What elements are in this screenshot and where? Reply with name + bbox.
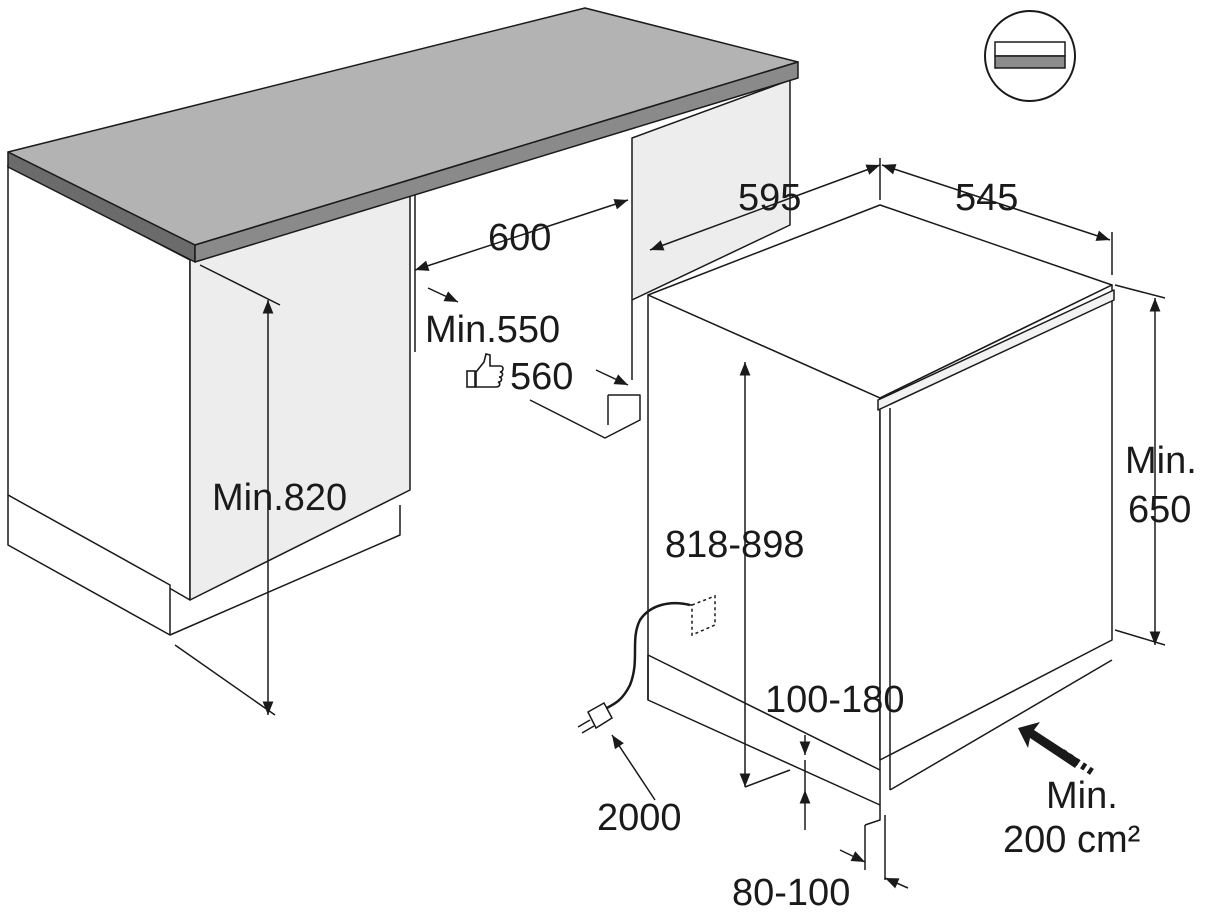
label-depth-545: 545 — [955, 177, 1018, 219]
label-min-650-line2: 650 — [1128, 489, 1191, 531]
appliance-box — [647, 204, 1115, 826]
label-cable-2000: 2000 — [597, 797, 682, 839]
label-width-595: 595 — [738, 177, 801, 219]
socket-box — [691, 594, 716, 637]
kitchen-cabinet — [7, 7, 799, 636]
label-min-820: Min.820 — [212, 477, 347, 519]
label-height-818-898: 818-898 — [665, 524, 804, 566]
power-cable — [599, 594, 716, 714]
airflow-arrow-icon — [1018, 722, 1097, 777]
countertop-front-edge — [194, 61, 799, 263]
left-cabinet-side — [189, 194, 411, 601]
thumbs-up-icon — [466, 353, 504, 388]
label-plinth-depth-80-100: 80-100 — [732, 872, 850, 914]
label-rec-560: 560 — [510, 356, 573, 398]
label-min-200-line1: Min. — [1046, 775, 1118, 817]
appliance-front — [879, 284, 1113, 761]
label-plinth-100-180: 100-180 — [765, 679, 904, 721]
appliance-door — [877, 289, 1115, 411]
label-min-200-line2: 200 cm² — [1003, 819, 1140, 861]
label-niche-600: 600 — [488, 217, 551, 259]
label-min-550: Min.550 — [425, 309, 560, 351]
label-min-650-line1: Min. — [1125, 440, 1197, 482]
dimension-lines — [174, 158, 1166, 889]
undercounter-appliance-icon — [984, 10, 1076, 102]
power-plug-icon — [577, 701, 613, 734]
